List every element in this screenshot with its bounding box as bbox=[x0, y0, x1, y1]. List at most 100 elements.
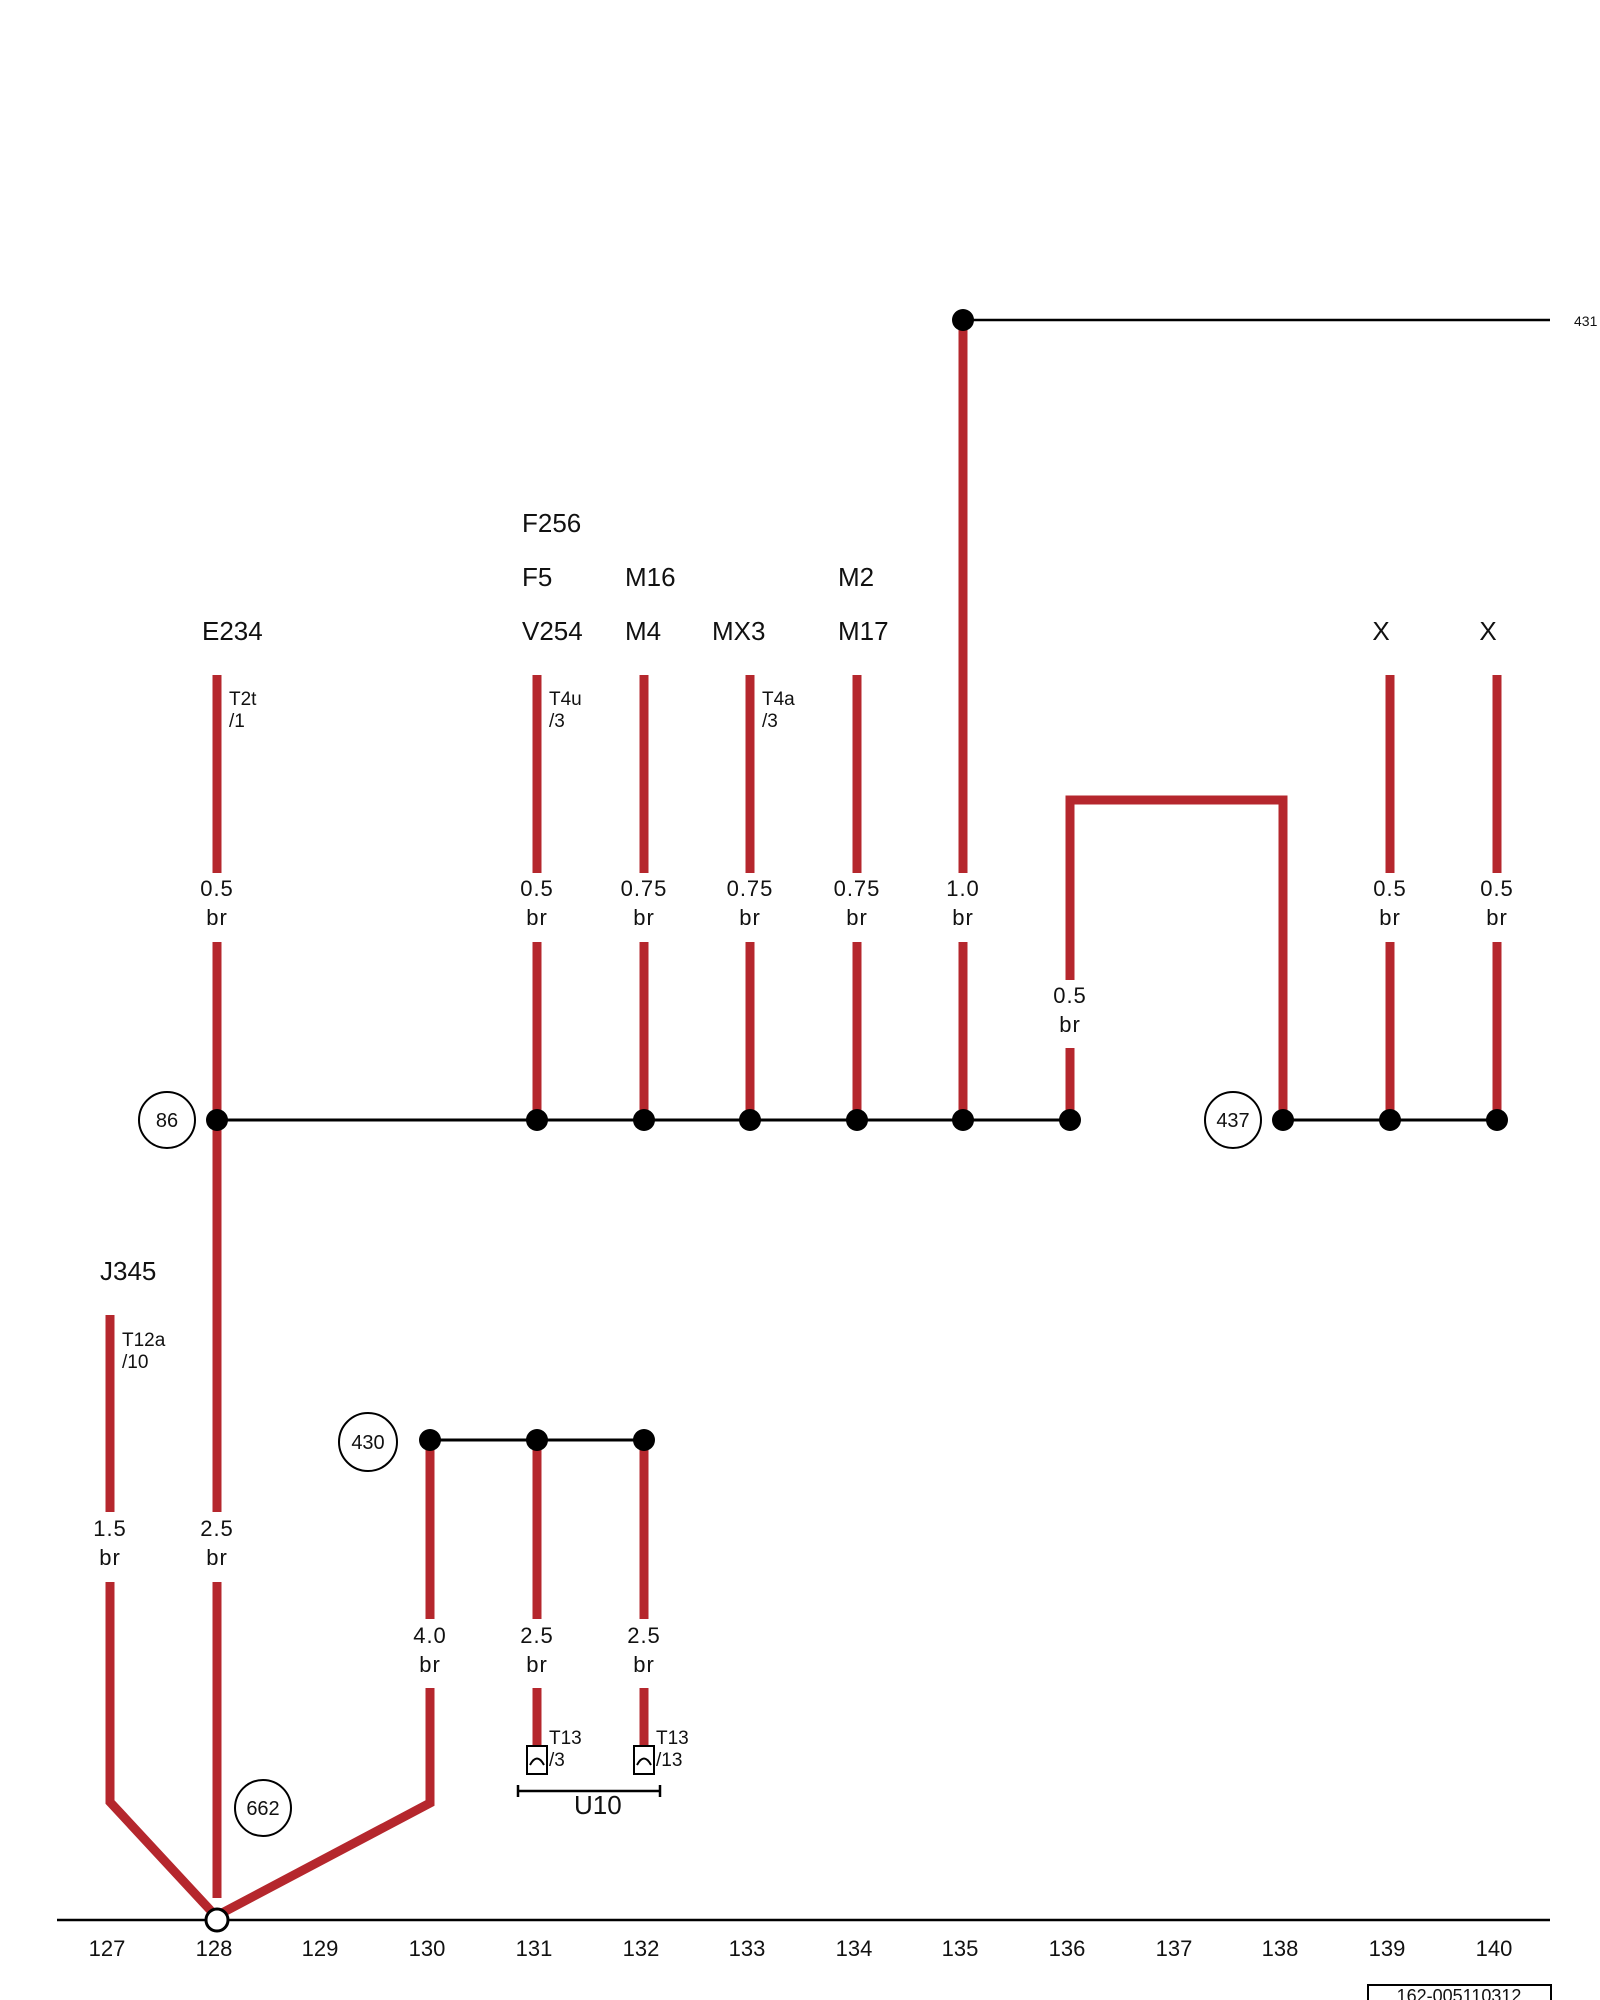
component-m4: M4 bbox=[625, 616, 661, 646]
wire-color-j345: br bbox=[99, 1545, 121, 1570]
component-f5: F5 bbox=[522, 562, 552, 592]
wire-size-mx3: 0.75 bbox=[727, 876, 774, 901]
component-x-140: X bbox=[1479, 616, 1496, 646]
component-u10: U10 bbox=[574, 1790, 622, 1820]
wire-size-x1: 0.5 bbox=[1373, 876, 1407, 901]
component-e234: E234 bbox=[202, 616, 263, 646]
connector-t4a-pin: /3 bbox=[762, 711, 778, 732]
junction-dot bbox=[952, 1109, 974, 1131]
wire-color-x1: br bbox=[1379, 905, 1401, 930]
connector-pin-arc bbox=[529, 1757, 545, 1766]
location-number: 139 bbox=[1369, 1936, 1406, 1961]
wire-j345-lower bbox=[105, 1582, 216, 1916]
ground-connection-662-label: 662 bbox=[246, 1798, 279, 1820]
junction-dot bbox=[1379, 1109, 1401, 1131]
drawing-id: 162-005110312 bbox=[1397, 1986, 1522, 2000]
continuation-ref: 431 bbox=[1574, 313, 1598, 329]
ground-connection-430-circle bbox=[338, 1412, 398, 1472]
junction-dot bbox=[633, 1429, 655, 1451]
junction-dot bbox=[1272, 1109, 1294, 1131]
component-j345: J345 bbox=[100, 1256, 156, 1286]
connector-t2t: T2t bbox=[229, 689, 257, 710]
component-m16: M16 bbox=[625, 562, 676, 592]
junction-dot bbox=[419, 1429, 441, 1451]
location-number: 135 bbox=[942, 1936, 979, 1961]
wire-color-130: br bbox=[419, 1652, 441, 1677]
component-m2: M2 bbox=[838, 562, 874, 592]
ground-connection-430-label: 430 bbox=[351, 1432, 384, 1454]
connector-t13-13: T13 bbox=[656, 1728, 689, 1749]
wire-loop-upper bbox=[1065, 795, 1288, 1120]
wire-size-j345: 1.5 bbox=[93, 1516, 127, 1541]
wire-color-128: br bbox=[206, 1545, 228, 1570]
junction-dot bbox=[1059, 1109, 1081, 1131]
wire-size-132: 2.5 bbox=[627, 1623, 661, 1648]
ground-connection-86-circle bbox=[138, 1091, 196, 1149]
junction-dot bbox=[846, 1109, 868, 1131]
connector-t13-3: T13 bbox=[549, 1728, 582, 1749]
ground-point-open bbox=[204, 1907, 230, 1933]
wire-size-131: 2.5 bbox=[520, 1623, 554, 1648]
location-number: 137 bbox=[1156, 1936, 1193, 1961]
connector-t12a-pin: /10 bbox=[122, 1352, 148, 1373]
ground-connection-437-label: 437 bbox=[1216, 1110, 1249, 1132]
wire-color-e234: br bbox=[206, 905, 228, 930]
wire-size-e234: 0.5 bbox=[200, 876, 234, 901]
junction-dot bbox=[526, 1429, 548, 1451]
wire-color-131: br bbox=[526, 1652, 548, 1677]
location-number: 130 bbox=[409, 1936, 446, 1961]
connector-t4u: T4u bbox=[549, 689, 582, 710]
ground-connection-662-circle bbox=[234, 1779, 292, 1837]
junction-dot bbox=[739, 1109, 761, 1131]
junction-dot bbox=[1486, 1109, 1508, 1131]
location-number: 127 bbox=[89, 1936, 126, 1961]
location-number: 129 bbox=[302, 1936, 339, 1961]
wire-size-x2: 0.5 bbox=[1480, 876, 1514, 901]
junction-dot bbox=[952, 309, 974, 331]
component-x-139: X bbox=[1372, 616, 1389, 646]
wire-color-m17: br bbox=[846, 905, 868, 930]
location-number: 134 bbox=[836, 1936, 873, 1961]
wire-color-135: br bbox=[952, 905, 974, 930]
connector-t12a: T12a bbox=[122, 1330, 166, 1351]
connector-t13-13-pin: /13 bbox=[656, 1750, 682, 1771]
connector-pin-icon bbox=[526, 1745, 548, 1775]
drawing-id-box bbox=[1367, 1984, 1552, 2000]
wire-color-loop: br bbox=[1059, 1012, 1081, 1037]
location-number: 138 bbox=[1262, 1936, 1299, 1961]
wire-size-loop: 0.5 bbox=[1053, 983, 1087, 1008]
component-f256: F256 bbox=[522, 508, 581, 538]
wire-size-130: 4.0 bbox=[413, 1623, 447, 1648]
wire-size-m17: 0.75 bbox=[834, 876, 881, 901]
wire-size-m4: 0.75 bbox=[621, 876, 668, 901]
connector-pin-arc bbox=[636, 1757, 652, 1766]
wire-size-128: 2.5 bbox=[200, 1516, 234, 1541]
junction-dot bbox=[206, 1109, 228, 1131]
location-number: 140 bbox=[1476, 1936, 1513, 1961]
location-number: 128 bbox=[196, 1936, 233, 1961]
component-m17: M17 bbox=[838, 616, 889, 646]
location-number: 131 bbox=[516, 1936, 553, 1961]
location-number: 132 bbox=[623, 1936, 660, 1961]
connector-t4a: T4a bbox=[762, 689, 795, 710]
location-number: 133 bbox=[729, 1936, 766, 1961]
wire-size-135: 1.0 bbox=[946, 876, 980, 901]
connector-t13-3-pin: /3 bbox=[549, 1750, 565, 1771]
connector-t4u-pin: /3 bbox=[549, 711, 565, 732]
connector-pin-icon bbox=[633, 1745, 655, 1775]
junction-dot bbox=[633, 1109, 655, 1131]
wire-color-mx3: br bbox=[739, 905, 761, 930]
junction-dot bbox=[526, 1109, 548, 1131]
wire-color-x2: br bbox=[1486, 905, 1508, 930]
wire-130-lower bbox=[219, 1688, 435, 1917]
component-mx3: MX3 bbox=[712, 616, 765, 646]
ground-connection-437-circle bbox=[1204, 1091, 1262, 1149]
wire-color-132: br bbox=[633, 1652, 655, 1677]
connector-t2t-pin: /1 bbox=[229, 711, 245, 732]
wire-color-v254: br bbox=[526, 905, 548, 930]
component-v254: V254 bbox=[522, 616, 583, 646]
wire-color-m4: br bbox=[633, 905, 655, 930]
location-number: 136 bbox=[1049, 1936, 1086, 1961]
wire-size-v254: 0.5 bbox=[520, 876, 554, 901]
